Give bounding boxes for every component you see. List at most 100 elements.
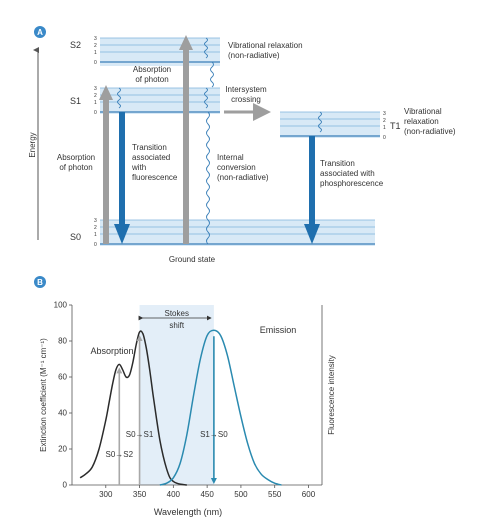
y-tick-label: 80 <box>58 337 67 346</box>
panel-a-badge <box>34 26 46 38</box>
t1-levels <box>280 111 380 138</box>
x-tick-label: 300 <box>99 490 113 499</box>
x-axis-label: Wavelength (nm) <box>154 507 222 517</box>
panel-b-badge-text: B <box>37 278 43 287</box>
s1-levels <box>100 87 220 114</box>
absorption-arrow-s2 <box>179 35 193 244</box>
svg-text:crossing: crossing <box>231 95 261 104</box>
s2-vib-numbers: 3 2 1 0 <box>94 36 97 66</box>
svg-text:3: 3 <box>383 111 386 117</box>
svg-text:3: 3 <box>94 36 97 42</box>
s0-s2-transition-label: S0→S2 <box>106 450 134 459</box>
transition-arrows <box>116 335 217 485</box>
t1-vib-numbers: 3 2 1 0 <box>383 111 386 141</box>
svg-text:associated with: associated with <box>320 169 375 178</box>
stokes-shift-label: Stokes <box>164 309 188 318</box>
t1-label: T1 <box>390 121 401 131</box>
vib-relax-top-label: Vibrational relaxation (non-radiative) <box>228 41 303 60</box>
svg-text:(non-radiative): (non-radiative) <box>217 173 269 182</box>
absorption-label: Absorption <box>90 346 133 356</box>
absorption-arrow-s1 <box>99 85 113 244</box>
y-tick-label: 20 <box>58 445 67 454</box>
svg-text:of photon: of photon <box>59 163 92 172</box>
s2-levels <box>100 37 220 66</box>
transition-arrow-head <box>116 367 123 374</box>
svg-text:1: 1 <box>383 125 386 131</box>
svg-text:Transition: Transition <box>320 159 355 168</box>
phosphorescence-arrow <box>304 136 320 244</box>
svg-text:(non-radiative): (non-radiative) <box>404 127 456 136</box>
stokes-shift-region <box>139 305 214 485</box>
emission-label: Emission <box>260 325 297 335</box>
vib-relax-squiggle-s1 <box>204 87 208 109</box>
absorption-photon-top-label: Absorption of photon <box>133 65 171 84</box>
svg-text:with: with <box>131 163 146 172</box>
svg-text:relaxation: relaxation <box>404 117 439 126</box>
svg-text:0: 0 <box>94 242 97 248</box>
svg-text:(non-radiative): (non-radiative) <box>228 51 280 60</box>
s2-s1-squiggle <box>210 61 214 88</box>
svg-text:Absorption: Absorption <box>57 153 95 162</box>
svg-text:3: 3 <box>94 218 97 224</box>
x-tick-label: 400 <box>167 490 181 499</box>
transition-arrow-head <box>210 478 217 484</box>
svg-text:0: 0 <box>94 110 97 116</box>
transition-arrow-head <box>136 335 143 341</box>
intersystem-crossing-label: Intersystem crossing <box>225 85 267 104</box>
svg-text:conversion: conversion <box>217 163 256 172</box>
svg-text:Transition: Transition <box>132 143 167 152</box>
svg-text:0: 0 <box>383 135 386 141</box>
s1-s0-transition-label: S1→S0 <box>200 430 228 439</box>
x-tick-label: 550 <box>268 490 282 499</box>
svg-text:2: 2 <box>94 93 97 99</box>
y-tick-label: 40 <box>58 409 67 418</box>
y-axis-label: Extinction coefficient (M⁻¹ cm⁻¹) <box>39 338 48 452</box>
absorption-curve <box>79 330 187 486</box>
svg-text:1: 1 <box>94 50 97 56</box>
emission-curve <box>159 329 282 486</box>
stokes-shift-label-line2: shift <box>169 321 184 330</box>
s0-s1-transition-label: S0→S1 <box>126 430 154 439</box>
y2-axis-label: Fluorescence intensity <box>327 355 336 435</box>
energy-axis-label: Energy <box>28 132 37 157</box>
svg-text:3: 3 <box>94 86 97 92</box>
svg-text:fluorescence: fluorescence <box>132 173 178 182</box>
vib-relax-squiggle-t1 <box>318 111 322 133</box>
svg-text:2: 2 <box>94 43 97 49</box>
s2-label: S2 <box>70 40 81 50</box>
x-tick-label: 500 <box>234 490 248 499</box>
s0-levels <box>100 219 375 246</box>
vib-relax-squiggle-s1-left <box>117 87 121 109</box>
y-tick-label: 100 <box>54 301 68 310</box>
svg-text:2: 2 <box>94 225 97 231</box>
svg-text:1: 1 <box>94 100 97 106</box>
y-tick-label: 0 <box>63 481 68 490</box>
svg-text:phosphorescence: phosphorescence <box>320 179 384 188</box>
panel-a: A Energy S2 3 2 1 0 S1 3 <box>28 26 456 264</box>
panel-a-badge-text: A <box>37 28 43 37</box>
phosphorescence-transition-label: Transition associated with phosphorescen… <box>320 159 384 188</box>
s0-label: S0 <box>70 232 81 242</box>
internal-conversion-label: Internal conversion (non-radiative) <box>217 153 269 182</box>
svg-text:Vibrational relaxation: Vibrational relaxation <box>228 41 303 50</box>
svg-text:Intersystem: Intersystem <box>225 85 267 94</box>
ground-state-label: Ground state <box>169 255 216 264</box>
fluorescence-transition-label: Transition associated with fluorescence <box>131 143 178 182</box>
x-tick-label: 450 <box>200 490 214 499</box>
svg-text:Internal: Internal <box>217 153 244 162</box>
vib-relax-squiggle-s2 <box>204 37 208 59</box>
svg-text:1: 1 <box>94 232 97 238</box>
vib-relax-right-label: Vibrational relaxation (non-radiative) <box>404 107 456 136</box>
x-tick-label: 600 <box>302 490 316 499</box>
internal-conversion-squiggle <box>206 111 210 245</box>
s1-label: S1 <box>70 96 81 106</box>
svg-text:associated: associated <box>132 153 170 162</box>
absorption-photon-left-label: Absorption of photon <box>57 153 95 172</box>
fluorescence-arrow <box>114 112 130 244</box>
s1-vib-numbers: 3 2 1 0 <box>94 86 97 116</box>
svg-text:0: 0 <box>94 60 97 66</box>
svg-text:Vibrational: Vibrational <box>404 107 442 116</box>
